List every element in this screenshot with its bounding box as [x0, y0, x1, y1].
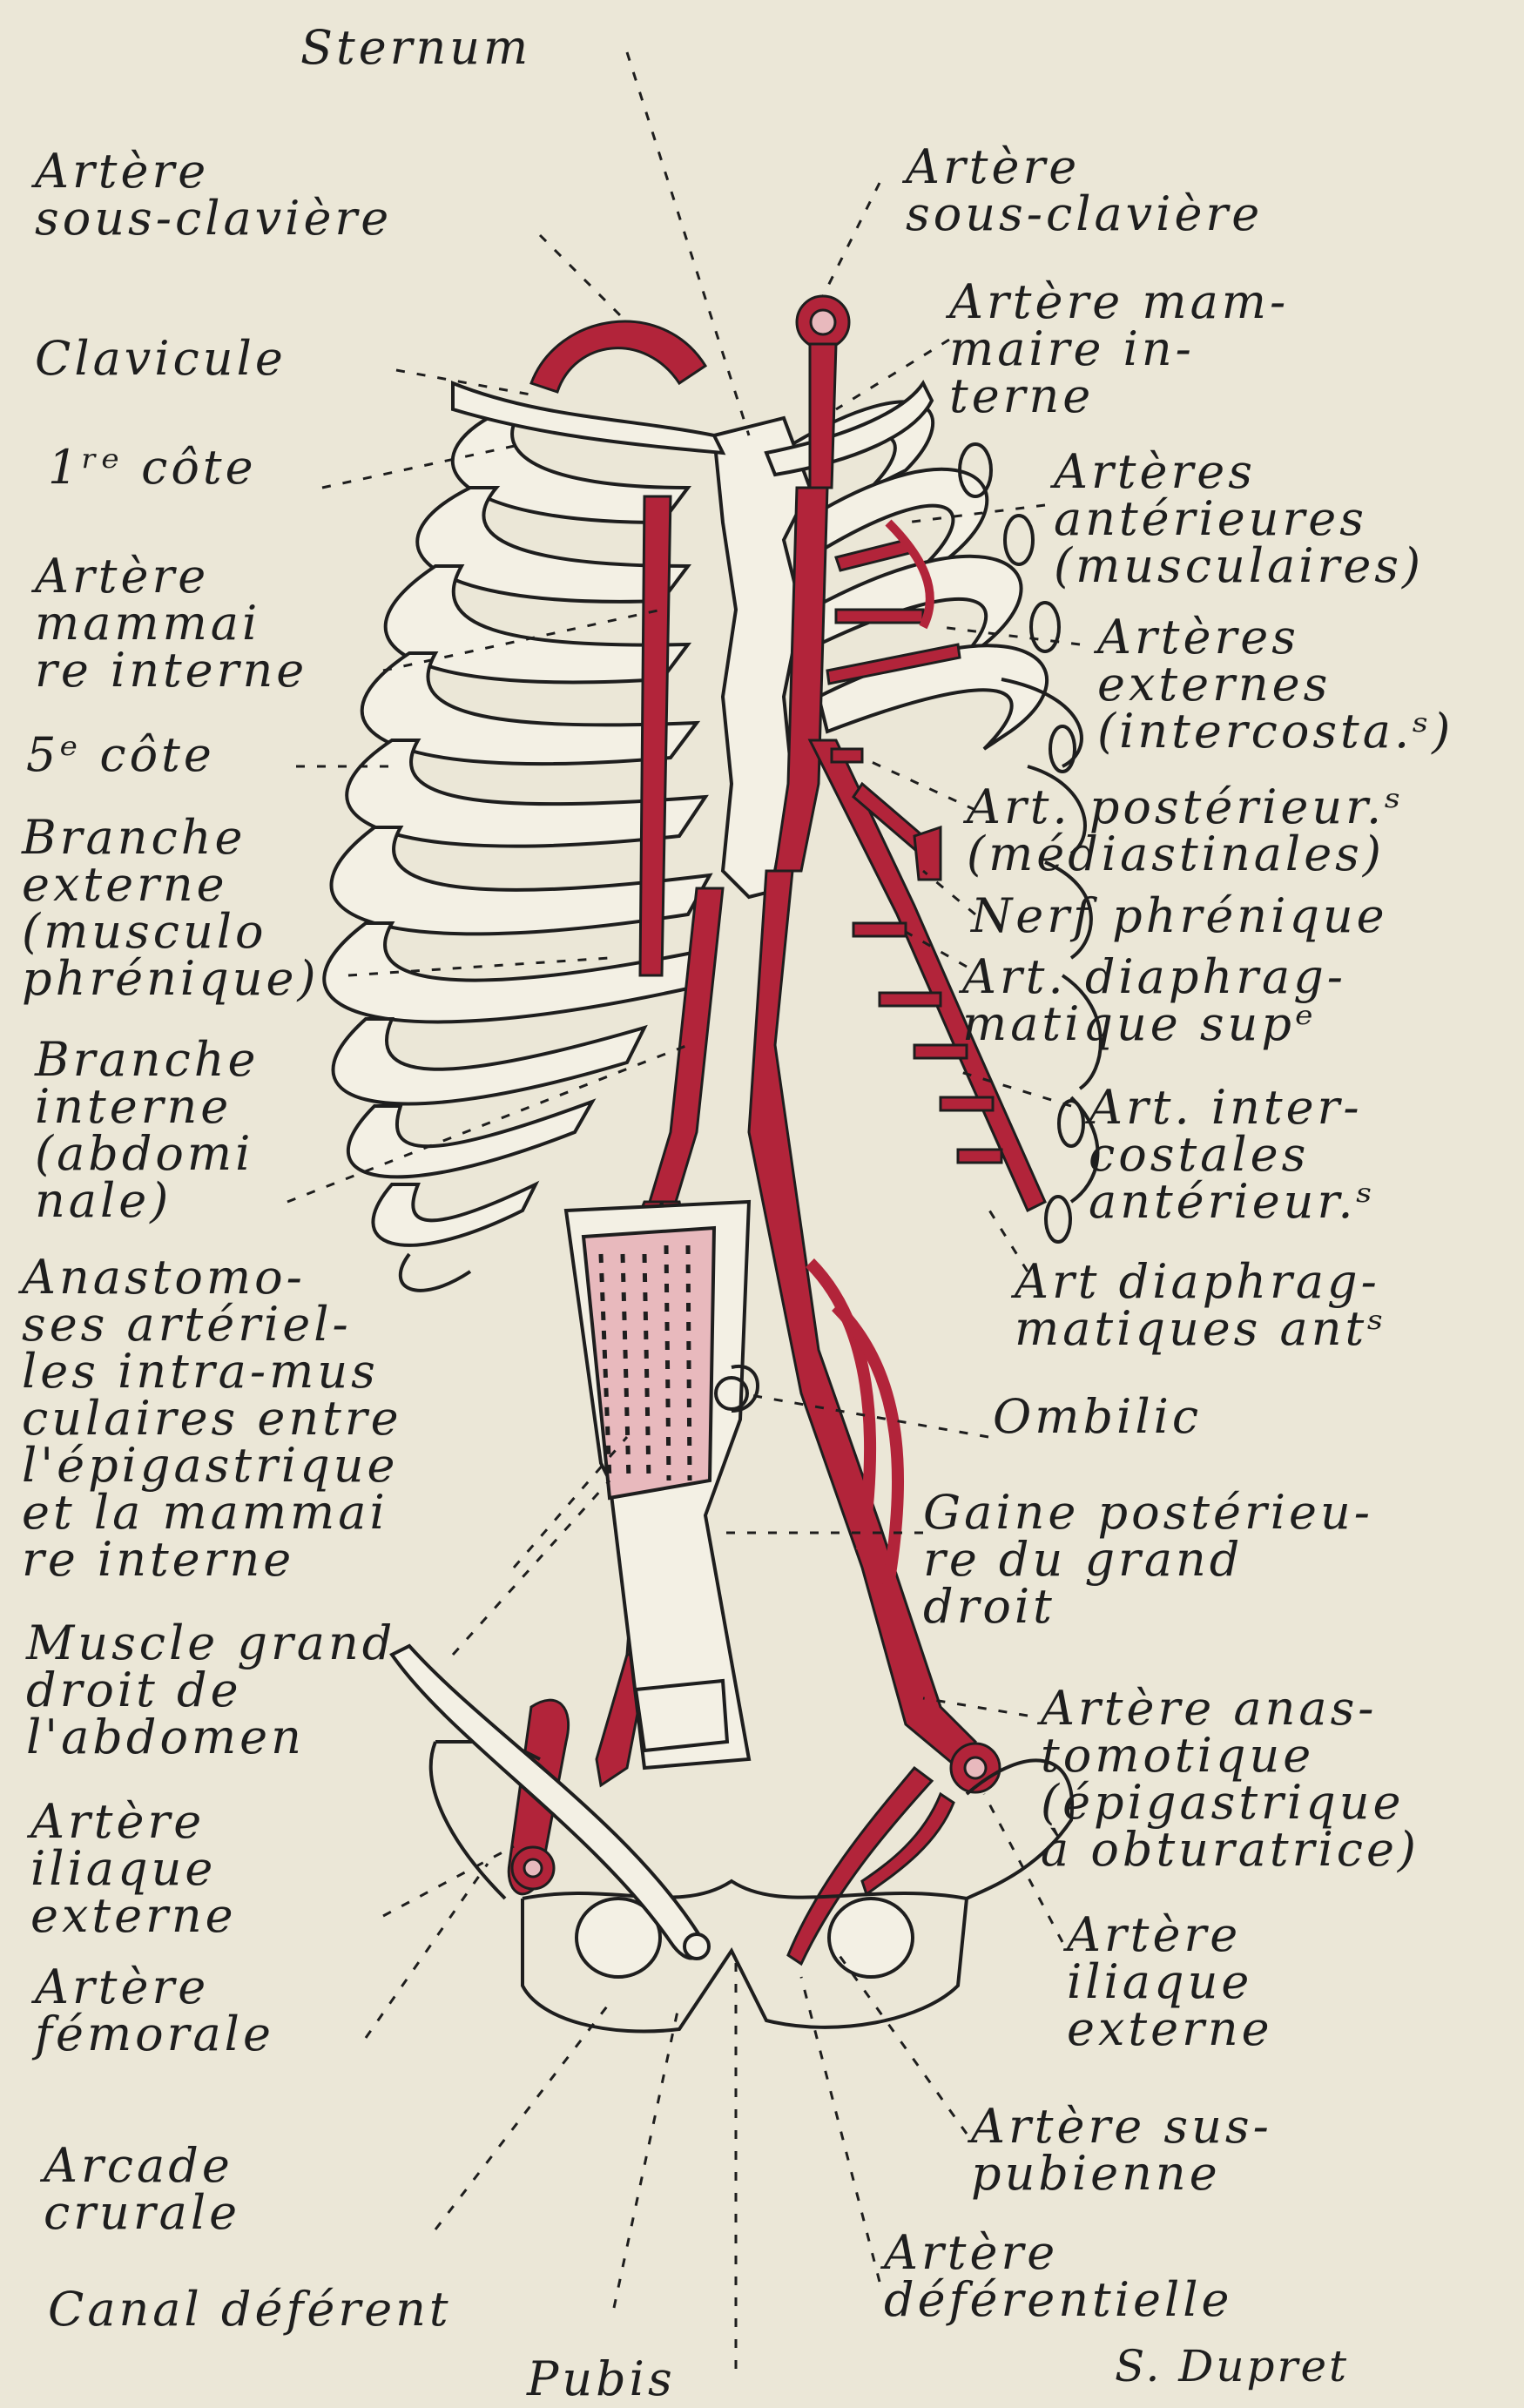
label-internal-mammary-right: Artère mam- maire in- terne — [949, 279, 1289, 420]
label-first-rib: 1ʳᵉ côte — [48, 444, 257, 491]
label-external-arteries: Artères externes (intercosta.ˢ) — [1097, 614, 1453, 755]
label-subclavian-artery-left: Artère sous-clavière — [35, 148, 392, 242]
label-internal-branch: Branche interne (abdomi nale) — [35, 1036, 259, 1224]
label-posterior-rectus-sheath: Gaine postérieu- re du grand droit — [923, 1489, 1373, 1630]
label-external-iliac-left: Artère iliaque externe — [30, 1798, 237, 1939]
label-fifth-rib: 5ᵉ côte — [26, 732, 215, 779]
artist-signature: S. Dupret — [1115, 2343, 1349, 2390]
label-anterior-intercostal-arteries: Art. inter- costales antérieur.ˢ — [1089, 1084, 1376, 1225]
label-anastomotic-artery: Artère anas- tomotique (épigastrique à o… — [1041, 1685, 1419, 1873]
label-external-iliac-right: Artère iliaque externe — [1067, 1912, 1273, 2053]
label-anterior-arteries: Artères antérieures (musculaires) — [1054, 449, 1424, 590]
label-clavicle: Clavicule — [35, 335, 287, 382]
label-subclavian-artery-right: Artère sous-clavière — [906, 144, 1263, 238]
label-umbilicus: Ombilic — [993, 1393, 1202, 1440]
rectus-muscle — [566, 1202, 749, 1768]
label-suprapubic-artery: Artère sus- pubienne — [971, 2103, 1272, 2197]
label-sternum: Sternum — [300, 24, 531, 71]
label-anterior-diaphragmatic-arteries: Art diaphrag- matiques antˢ — [1015, 1258, 1386, 1352]
label-rectus-muscle: Muscle grand droit de l'abdomen — [26, 1620, 395, 1761]
label-pubis: Pubis — [527, 2356, 676, 2403]
label-phrenic-nerve: Nerf phrénique — [971, 893, 1388, 940]
label-posterior-arteries: Art. postérieur.ˢ (médiastinales) — [967, 784, 1404, 878]
label-anastomoses: Anastomo- ses artériel- les intra-mus cu… — [22, 1254, 402, 1583]
label-superior-diaphragmatic-artery: Art. diaphrag- matique supᵉ — [962, 954, 1346, 1048]
label-vas-deferens: Canal déférent — [48, 2286, 452, 2333]
label-inguinal-ligament: Arcade crurale — [44, 2142, 240, 2236]
label-femoral-artery: Artère fémorale — [35, 1964, 274, 2058]
label-deferential-artery: Artère déférentielle — [884, 2229, 1232, 2324]
label-external-branch: Branche externe (musculo phrénique) — [22, 814, 320, 1002]
label-internal-mammary-left: Artère mammai re interne — [35, 553, 307, 694]
